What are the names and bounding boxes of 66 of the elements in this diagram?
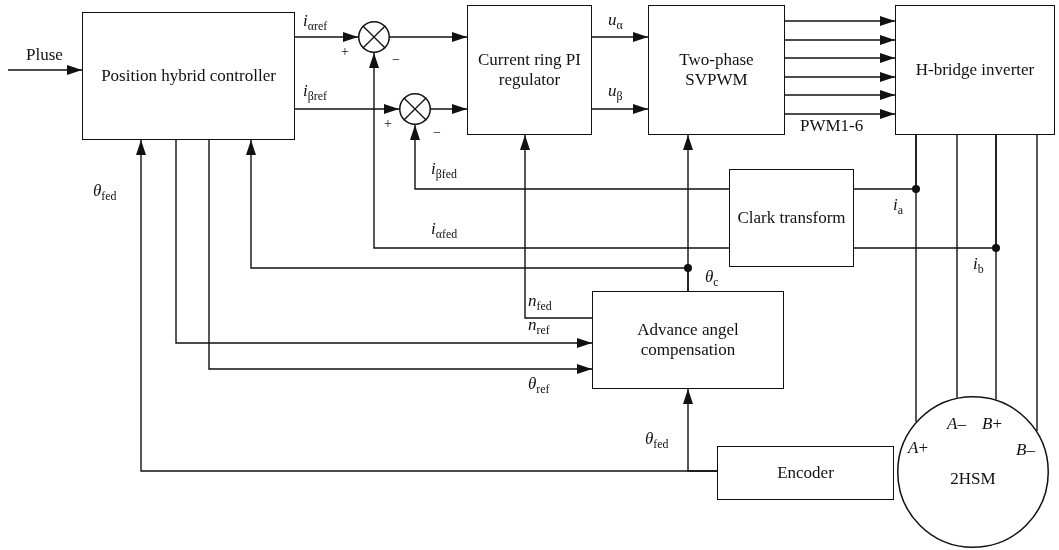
connector-line — [956, 134, 958, 399]
arrow — [7, 65, 83, 75]
edge-label: i$_{βfed}$ — [431, 160, 457, 179]
edge-label: i$_{a}$ — [893, 196, 903, 215]
arrow — [784, 35, 896, 45]
arrow — [389, 32, 468, 42]
controller-block — [82, 12, 295, 140]
terminal-label: A– — [947, 415, 966, 434]
arrow — [246, 139, 689, 292]
arrow — [784, 16, 896, 26]
arrow — [430, 104, 468, 114]
arrow — [294, 104, 400, 114]
edge-label: Pluse — [26, 46, 63, 65]
sign-label: + — [341, 44, 349, 60]
sign-label: − — [433, 125, 441, 141]
modulator-block — [648, 5, 785, 135]
arrow — [591, 32, 649, 42]
encoder-block — [717, 446, 894, 500]
arrow — [784, 109, 896, 119]
edge-label: n$_{fed}$ — [528, 292, 552, 311]
block-label: 2HSM — [949, 468, 997, 490]
terminal-label: A+ — [908, 439, 928, 458]
arrow — [683, 388, 718, 472]
regulator-block — [467, 5, 592, 135]
inverter-block — [895, 5, 1055, 135]
terminal-label: B+ — [982, 415, 1002, 434]
arrow — [784, 53, 896, 63]
arrow — [520, 134, 593, 319]
edge-label: u$_{β}$ — [608, 82, 623, 101]
arrow — [175, 139, 593, 348]
arrow — [294, 32, 359, 42]
summing-junction — [399, 93, 431, 125]
edge-label: i$_{βref}$ — [303, 82, 327, 101]
connector-line — [1036, 134, 1038, 432]
block-label: H-bridge inverter — [914, 59, 1036, 81]
arrow — [369, 52, 730, 249]
block-label: Position hybrid controller — [100, 65, 277, 87]
edge-label: θ$_{fed}$ — [93, 182, 117, 201]
signal-label: PWM1-6 — [800, 117, 864, 136]
block-label: Encoder — [776, 462, 835, 484]
edge-label: n$_{ref}$ — [528, 316, 550, 335]
edge-label: θ$_{fed}$ — [645, 430, 669, 449]
compensation-block — [592, 291, 784, 389]
terminal-label: B– — [1016, 441, 1035, 460]
arrow — [208, 139, 593, 374]
transform-block — [729, 169, 854, 267]
edge-label: i$_{αfed}$ — [431, 220, 458, 239]
edge-label: i$_{αref}$ — [303, 12, 328, 31]
edge-label: θ$_{ref}$ — [528, 375, 550, 394]
sign-label: + — [384, 116, 392, 132]
summing-junction — [358, 21, 390, 53]
arrow — [784, 72, 896, 82]
connector-line — [915, 134, 917, 423]
sign-label: − — [392, 52, 400, 68]
arrow — [591, 104, 649, 114]
arrow — [784, 90, 896, 100]
edge-label: θ$_{c}$ — [705, 268, 719, 287]
edge-label: u$_{α}$ — [608, 11, 623, 30]
block-label: Current ring PI regulator — [477, 49, 582, 91]
block-label: Advance angel compensation — [636, 319, 740, 361]
block-label: Two-phase SVPWM — [678, 49, 755, 91]
motor-circle — [897, 396, 1049, 548]
arrow — [410, 124, 730, 190]
connector-line — [995, 134, 997, 401]
edge-label: i$_{b}$ — [973, 255, 984, 274]
block-label: Clark transform — [736, 207, 847, 229]
